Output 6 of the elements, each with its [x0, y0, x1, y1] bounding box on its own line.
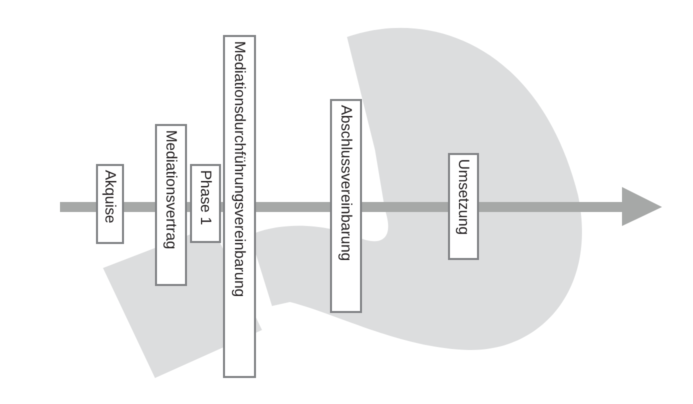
stage-box: Mediationsvertrag	[155, 124, 187, 286]
stage-box: Umsetzung	[448, 153, 479, 260]
stage-box: Phase 1	[190, 164, 221, 243]
stage-box: Abschlussvereinbarung	[330, 99, 362, 313]
stage-box: Mediationsdurchführungsvereinbarung	[223, 35, 256, 378]
stage-box: Akquise	[96, 164, 124, 244]
